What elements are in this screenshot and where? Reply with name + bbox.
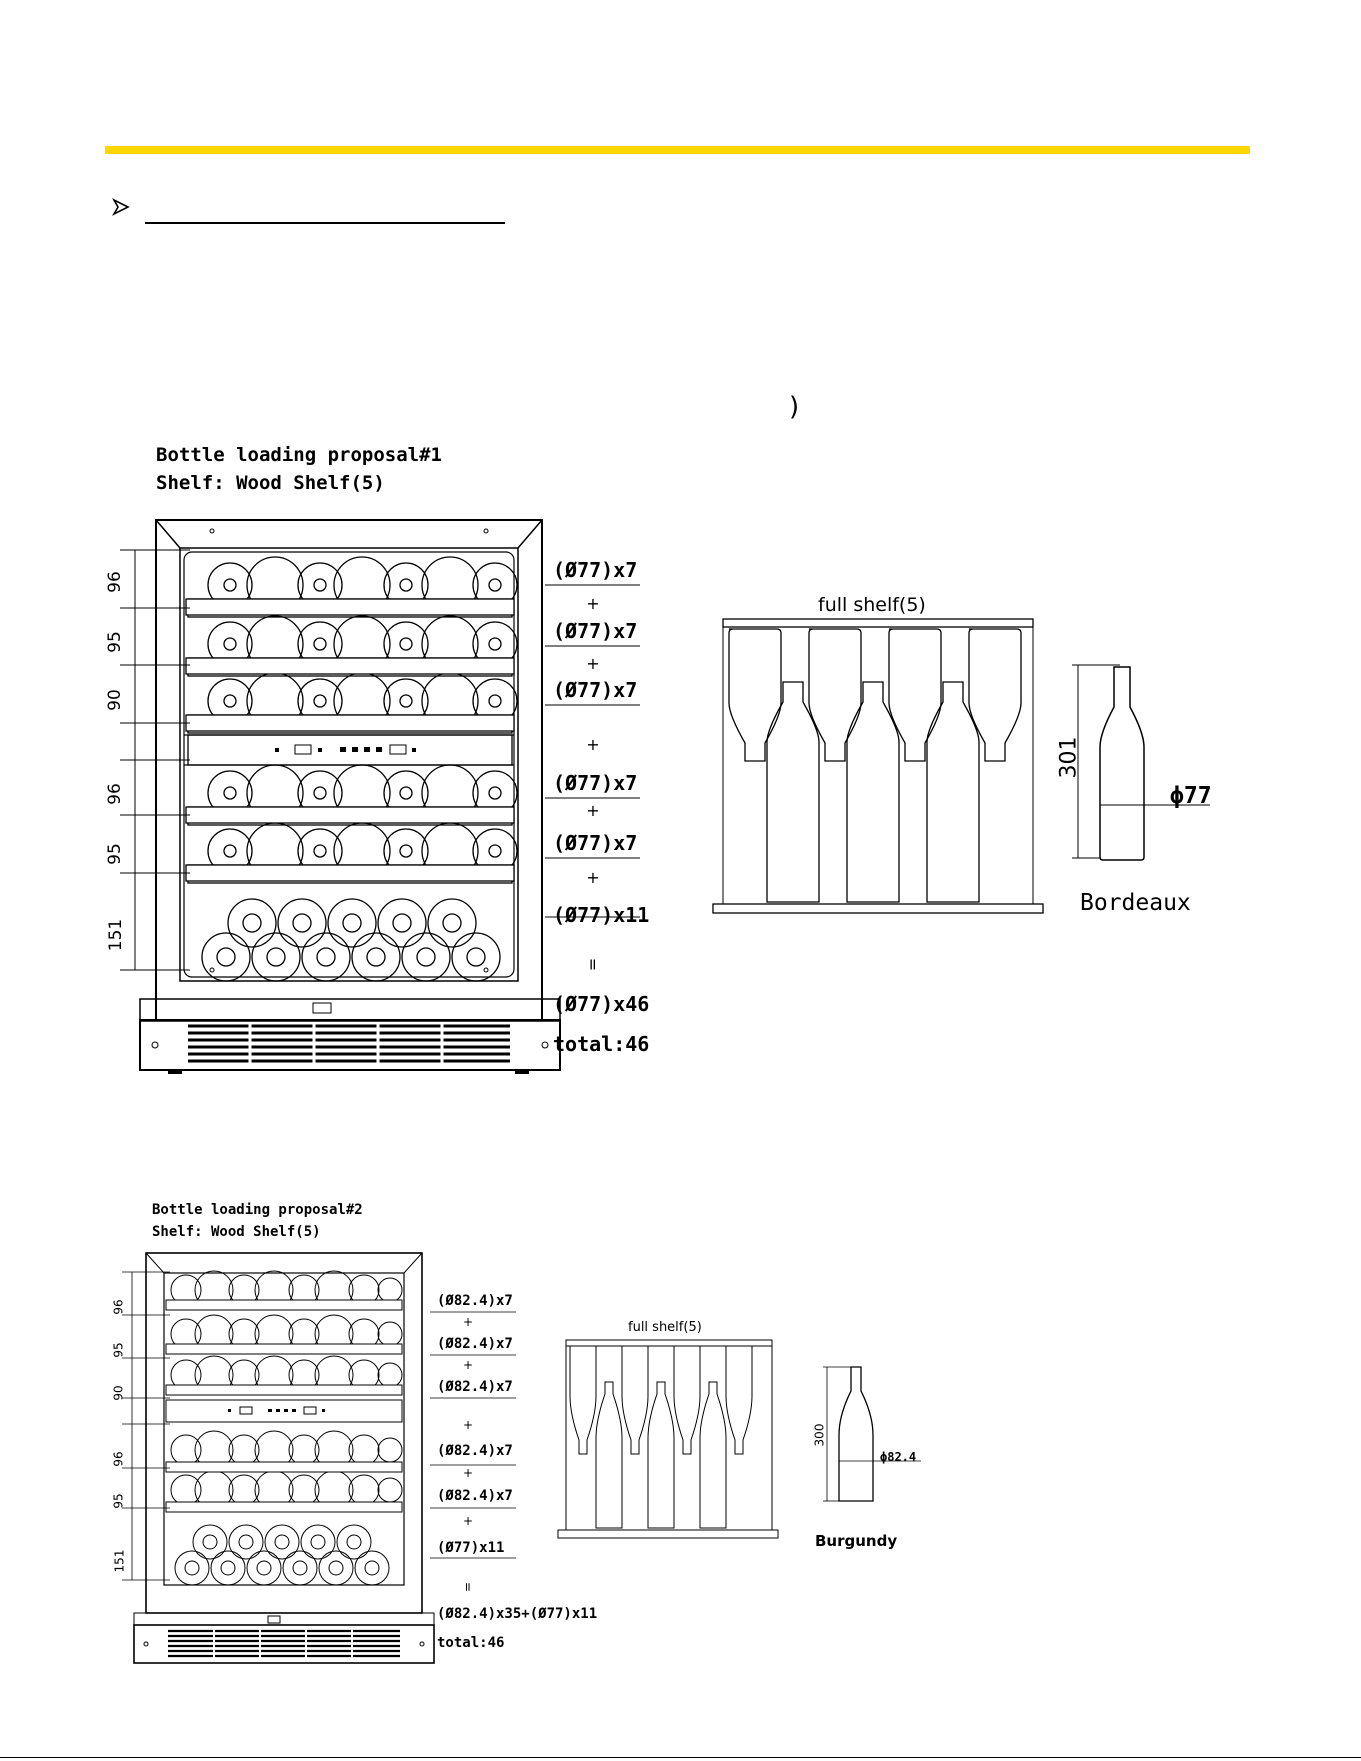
row-count: (Ø77)x7 <box>553 771 638 795</box>
equals-sign: = <box>461 1581 475 1593</box>
dim-label: 96 <box>111 1299 126 1315</box>
row-count: (Ø77)x7 <box>553 831 638 855</box>
wine-cabinet-2-drawing <box>122 1252 435 1664</box>
stray-paren: ) <box>789 392 800 422</box>
row-count: (Ø82.4)x7 <box>437 1336 513 1352</box>
shelf-label: full shelf(5) <box>628 1320 702 1335</box>
plus-sign: + <box>586 735 600 754</box>
row-count: (Ø77)x11 <box>553 903 650 927</box>
dim-label: 96 <box>104 571 125 593</box>
total-count: total:46 <box>553 1032 650 1056</box>
dim-label: 95 <box>104 631 125 653</box>
count-leader-lines-1 <box>545 584 640 918</box>
plus-sign: + <box>462 1418 474 1432</box>
shelf-label: full shelf(5) <box>818 594 926 616</box>
total-count: total:46 <box>437 1635 505 1651</box>
row-count: (Ø82.4)x7 <box>437 1488 513 1504</box>
dim-label: 90 <box>111 1385 126 1401</box>
bordeaux-bottle-drawing <box>1072 664 1210 861</box>
row-count: (Ø77)x7 <box>553 558 638 582</box>
footer-rule <box>0 1757 1361 1758</box>
plus-sign: + <box>586 594 600 613</box>
plus-sign: + <box>462 1315 474 1329</box>
bullet-arrow-icon <box>111 198 130 216</box>
row-count: (Ø77)x7 <box>553 678 638 702</box>
dim-label: 95 <box>104 843 125 865</box>
bottle-diameter-label: ϕ77 <box>1170 783 1212 809</box>
dim-label: 151 <box>112 1549 127 1573</box>
bottle-height-label: 300 <box>812 1423 827 1447</box>
wine-cabinet-1-drawing <box>120 519 561 1074</box>
plus-sign: + <box>586 654 600 673</box>
proposal2-title: Bottle loading proposal#2 <box>152 1202 363 1218</box>
equals-sign: = <box>583 957 603 972</box>
full-shelf-drawing-1 <box>712 618 1044 914</box>
count-leader-lines-2 <box>430 1311 516 1559</box>
row-count: (Ø82.4)x7 <box>437 1379 513 1395</box>
sum-count: (Ø77)x46 <box>553 992 650 1016</box>
row-count: (Ø82.4)x7 <box>437 1443 513 1459</box>
row-count: (Ø77)x7 <box>553 619 638 643</box>
burgundy-bottle-drawing <box>823 1366 921 1502</box>
dim-label: 90 <box>104 689 125 711</box>
proposal1-title: Bottle loading proposal#1 <box>156 444 442 466</box>
dim-label: 151 <box>106 918 127 952</box>
dim-label: 95 <box>111 1342 126 1358</box>
dim-label: 96 <box>111 1451 126 1467</box>
bottle-diameter-label: ϕ82.4 <box>880 1450 917 1464</box>
plus-sign: + <box>462 1466 474 1480</box>
full-shelf-drawing-2 <box>557 1339 779 1539</box>
proposal2-shelf: Shelf: Wood Shelf(5) <box>152 1224 321 1240</box>
header-bar <box>105 146 1250 154</box>
dim-label: 95 <box>111 1493 126 1509</box>
plus-sign: + <box>586 868 600 887</box>
plus-sign: + <box>462 1514 474 1528</box>
bottle-height-label: 301 <box>1056 736 1082 779</box>
bottle-name-label: Burgundy <box>815 1532 898 1550</box>
heading-underline <box>145 222 505 224</box>
sum-count: (Ø82.4)x35+(Ø77)x11 <box>437 1606 598 1622</box>
row-count: (Ø77)x11 <box>437 1540 505 1556</box>
plus-sign: + <box>586 801 600 820</box>
row-count: (Ø82.4)x7 <box>437 1293 513 1309</box>
proposal1-shelf: Shelf: Wood Shelf(5) <box>156 472 385 494</box>
bottle-name-label: Bordeaux <box>1080 890 1191 916</box>
dim-label: 96 <box>104 783 125 805</box>
plus-sign: + <box>462 1358 474 1372</box>
